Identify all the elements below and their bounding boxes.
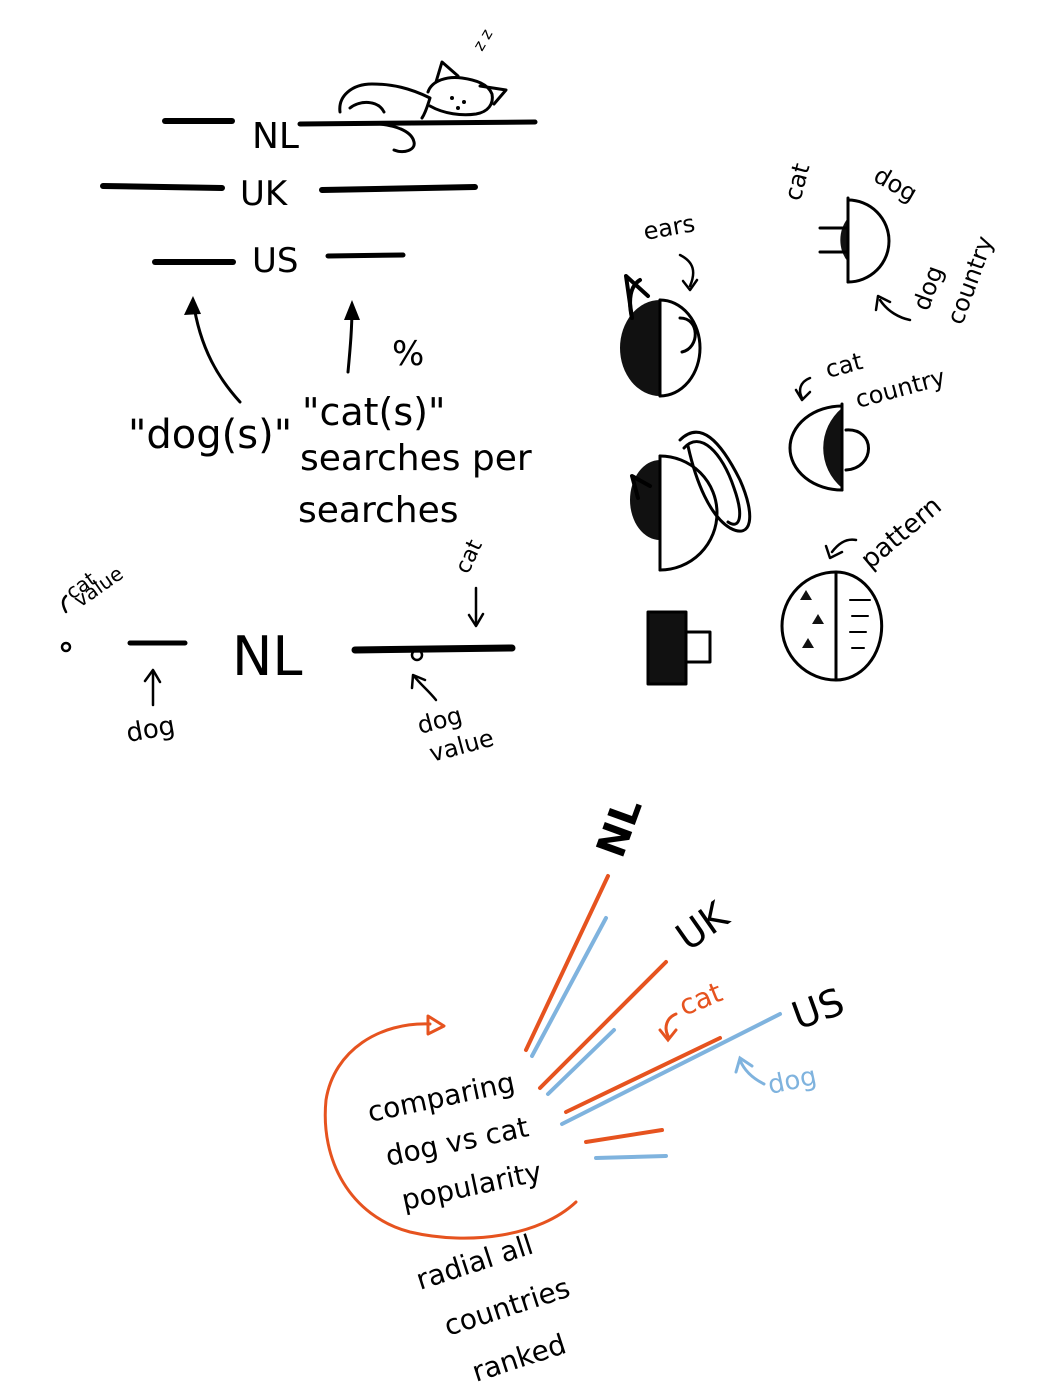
glyph-cat-label: cat [779,160,816,203]
bar-uk-dog [100,183,225,191]
annotation-cats: "cat(s)" [302,390,445,434]
annotation-searches: searches [298,490,459,531]
sleep-z: z z [469,26,496,54]
arrow-dog [191,298,242,404]
cat-dog-halfcircle-icon [818,196,891,284]
cat-country-label-1: cat [822,347,865,384]
ray-us-cat [564,1036,722,1114]
circular-arrowhead [426,1014,446,1036]
dog-country-label-2: country [941,232,999,328]
label-uk: UK [240,174,289,214]
cat-bar-label: cat [451,536,488,578]
ray-other-dog [594,1154,668,1160]
bar-uk-cat [319,184,478,193]
pattern-glyph-icon [780,570,884,682]
arrow-dog-value [412,674,438,702]
ray-uk-cat [538,960,668,1090]
ears-glyph-icon [620,274,702,398]
cat-country-label-2: country [852,363,948,414]
ray-us-dog [560,1012,782,1126]
cat-value-label-2: value [69,561,128,612]
nl-cat-bar [351,644,516,654]
glyph-studies: ears cat dog dog country cat country [620,160,999,686]
cat-country-arrow [798,376,812,400]
radial-dog-label: dog [765,1061,819,1101]
ears-arrow [678,253,695,288]
sleeping-cat-icon [338,60,508,154]
ray-uk-dog [546,1028,616,1096]
pattern-label: pattern [855,491,947,575]
arrowhead-cat [344,300,360,320]
radial-label-uk: UK [668,892,737,959]
circular-arrow [323,1022,578,1240]
annotation-dogs: "dog(s)" [128,412,292,458]
dog-bar-label: dog [124,711,177,749]
cat-country-glyph-icon [788,402,870,492]
sketch-diverging-bars: NL z z UK US % "dog(s)" "cat(s)" s [100,26,538,531]
cat-value-tick [61,594,68,614]
cat-value-dot [60,641,72,653]
glyph-dog-label: dog [869,161,922,208]
radial-label-nl: NL [588,792,651,863]
ray-other-cat [584,1128,664,1144]
dog-value-dot [410,648,424,662]
nl-detail-label: NL [232,625,302,688]
sketch-nl-detail: cat value NL dog cat dog value [60,536,516,768]
label-nl: NL [252,116,299,157]
mug-glyph-icon [646,610,712,686]
radial-sketch: NL UK US cat dog comparing dog vs cat po… [323,792,850,1389]
percent-sign: % [392,334,424,374]
radial-caption-line-3: ranked [468,1327,570,1388]
ray-nl-cat [524,874,610,1052]
dog-ear-glyph-icon [630,430,752,572]
ray-nl-dog [530,916,608,1058]
radial-label-us: US [786,979,850,1038]
annotation-searches-per: searches per [300,438,532,479]
ears-label: ears [641,209,697,246]
arrowhead-dog [184,296,201,315]
bar-us-cat [325,252,406,259]
dog-country-arrow [878,298,912,322]
pattern-arrow [830,538,858,554]
radial-cat-label: cat [674,976,727,1023]
bar-nl-cat [297,119,538,127]
label-us: US [252,241,298,281]
dog-country-label-1: dog [907,262,949,314]
